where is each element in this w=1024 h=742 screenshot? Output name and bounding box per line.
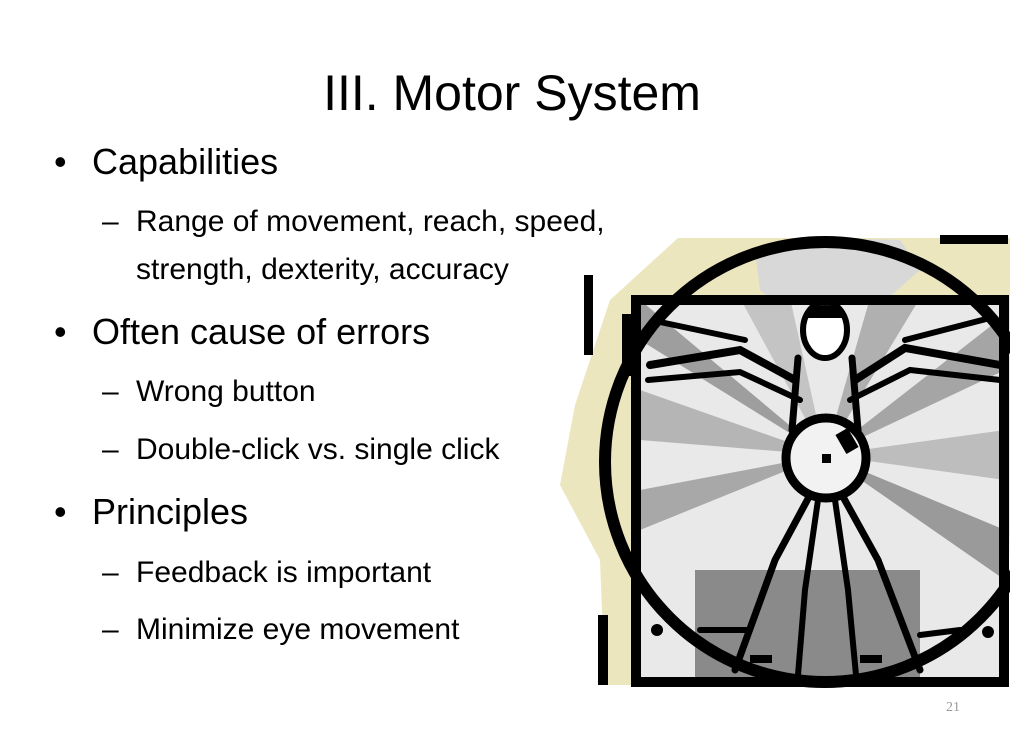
page-number: 21 [946,700,960,715]
sub-bullet-text: Minimize eye movement [136,613,460,646]
dash-mark: – [102,205,119,238]
sub-bullet-range: –Range of movement, reach, speed, [102,204,605,240]
vitruvian-man-clipart-icon [560,230,1024,690]
bullet-mark: • [54,491,67,532]
bullet-mark: • [54,311,67,352]
sub-bullet-range-continued: strength, dexterity, accuracy [136,252,509,288]
sub-bullet-text: Double-click vs. single click [136,433,500,466]
sub-bullet-feedback: –Feedback is important [102,555,431,591]
bullet-capabilities: • Capabilities [54,140,278,184]
sub-bullet-text: strength, dexterity, accuracy [136,253,509,286]
dash-mark: – [102,613,119,646]
sub-bullet-double-click: –Double-click vs. single click [102,432,499,468]
sub-bullet-text: Range of movement, reach, speed, [136,205,605,238]
bullet-mark: • [54,141,67,182]
dash-mark: – [102,433,119,466]
sub-bullet-text: Feedback is important [136,556,432,589]
bullet-text: Capabilities [92,141,279,182]
slide-title: III. Motor System [323,65,701,121]
sub-bullet-eye-movement: –Minimize eye movement [102,612,459,648]
bullet-principles: • Principles [54,490,248,534]
sub-bullet-text: Wrong button [136,375,316,408]
sub-bullet-wrong-button: –Wrong button [102,374,316,410]
dash-mark: – [102,556,119,589]
bullet-text: Often cause of errors [92,311,431,352]
bullet-errors: • Often cause of errors [54,310,430,354]
dash-mark: – [102,375,119,408]
bullet-text: Principles [92,491,249,532]
